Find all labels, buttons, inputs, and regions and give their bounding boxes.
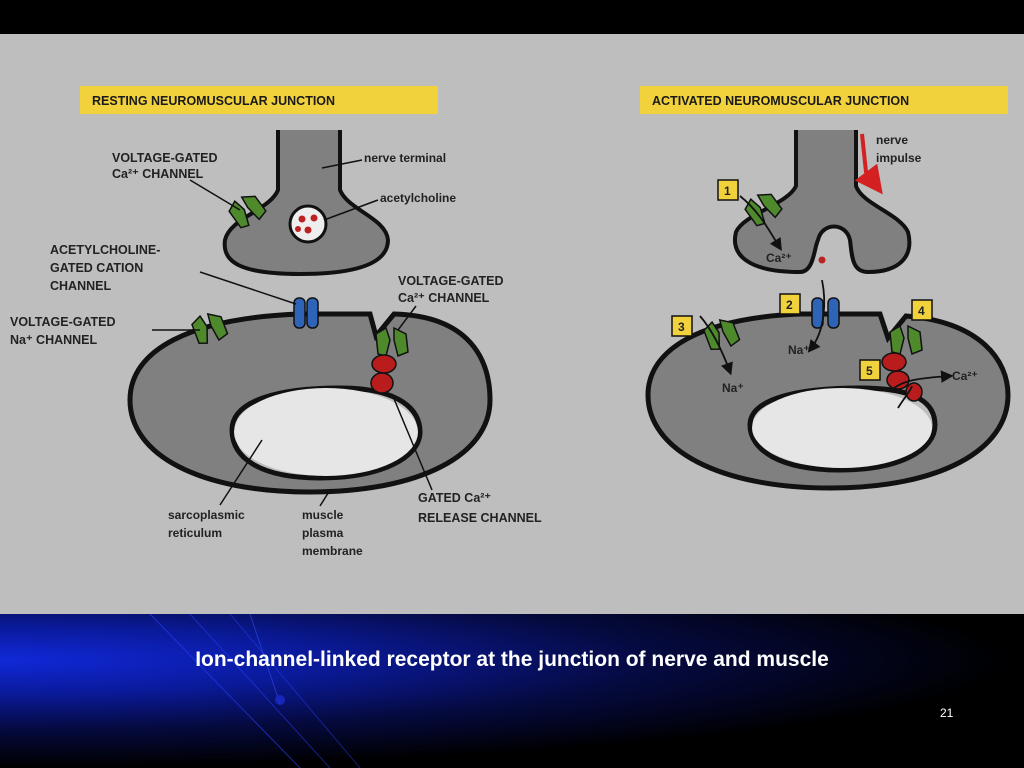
label-vg-ca-right-1: VOLTAGE-GATED [398,274,504,288]
activated-vg-na-channel [703,319,741,351]
resting-sr-lumen [234,388,418,476]
svg-text:3: 3 [678,320,685,334]
activated-title-box [640,86,1008,114]
svg-text:2: 2 [786,298,793,312]
label-muscle-membrane-3: membrane [302,544,363,558]
label-muscle-membrane-1: muscle [302,508,344,522]
top-band [0,0,1024,34]
label-acetylcholine: acetylcholine [380,191,456,205]
svg-text:5: 5 [866,364,873,378]
step-badge-3: 3 [671,315,693,337]
resting-title-box [80,86,438,114]
activated-ach-gated-channel [811,297,840,329]
activated-vg-ca-channel-muscle [889,324,923,356]
resting-vg-ca-channel-muscle [375,326,409,358]
label-nerve-impulse-1: nerve [876,133,908,147]
label-vg-na-1: VOLTAGE-GATED [10,315,116,329]
label-sr-2: reticulum [168,526,222,540]
activated-panel: ACTIVATED NEUROMUSCULAR JUNCTION Ca²⁺ Na… [640,86,1011,491]
label-vg-ca-top-1: VOLTAGE-GATED [112,151,218,165]
ach-gated-cation-channel [293,297,319,329]
activated-title: ACTIVATED NEUROMUSCULAR JUNCTION [652,94,909,108]
resting-panel: RESTING NEUROMUSCULAR JUNCTION [10,86,542,558]
step-badge-1: 1 [717,179,739,201]
label-ach-gated-2: GATED CATION [50,261,143,275]
activated-ca-ion-muscle: Ca²⁺ [952,369,978,383]
nerve-impulse-arrow [854,133,883,195]
resting-vg-ca-channel-terminal [228,195,267,229]
label-nerve-terminal: nerve terminal [364,151,446,165]
label-release-channel-2: RELEASE CHANNEL [418,511,542,525]
svg-text:4: 4 [918,304,925,318]
neuromuscular-junction-diagram: RESTING NEUROMUSCULAR JUNCTION [10,86,1011,558]
label-vg-ca-top-2: Ca²⁺ CHANNEL [112,167,204,181]
activated-na-ion-left: Na⁺ [722,381,744,395]
activated-nerve-terminal [733,130,912,275]
diagram-figure: RESTING NEUROMUSCULAR JUNCTION [0,34,1024,614]
resting-title: RESTING NEUROMUSCULAR JUNCTION [92,94,335,108]
label-muscle-membrane-2: plasma [302,526,344,540]
label-vg-ca-right-2: Ca²⁺ CHANNEL [398,291,490,305]
label-vg-na-2: Na⁺ CHANNEL [10,333,98,347]
step-badge-4: 4 [911,299,933,321]
label-sr-1: sarcoplasmic [168,508,245,522]
label-ach-gated-3: CHANNEL [50,279,111,293]
step-badge-5: 5 [859,359,881,381]
step-badge-2: 2 [779,293,801,315]
resting-gated-ca-release-channel [370,354,397,394]
slide-caption: Ion-channel-linked receptor at the junct… [195,648,829,671]
footer-decorative-lines [149,614,361,768]
activated-sr-lumen [752,388,932,468]
slide-number: 21 [940,706,954,720]
activated-gated-ca-release-channel [881,352,923,402]
slide-footer-background [0,614,1024,768]
synaptic-vesicle [288,204,328,244]
activated-ca-ion-terminal: Ca²⁺ [766,251,792,265]
activated-na-ion-center: Na⁺ [788,343,810,357]
label-ach-gated-1: ACETYLCHOLINE- [50,243,160,257]
label-release-channel-1: GATED Ca²⁺ [418,491,491,505]
svg-text:1: 1 [724,184,731,198]
label-nerve-impulse-2: impulse [876,151,922,165]
